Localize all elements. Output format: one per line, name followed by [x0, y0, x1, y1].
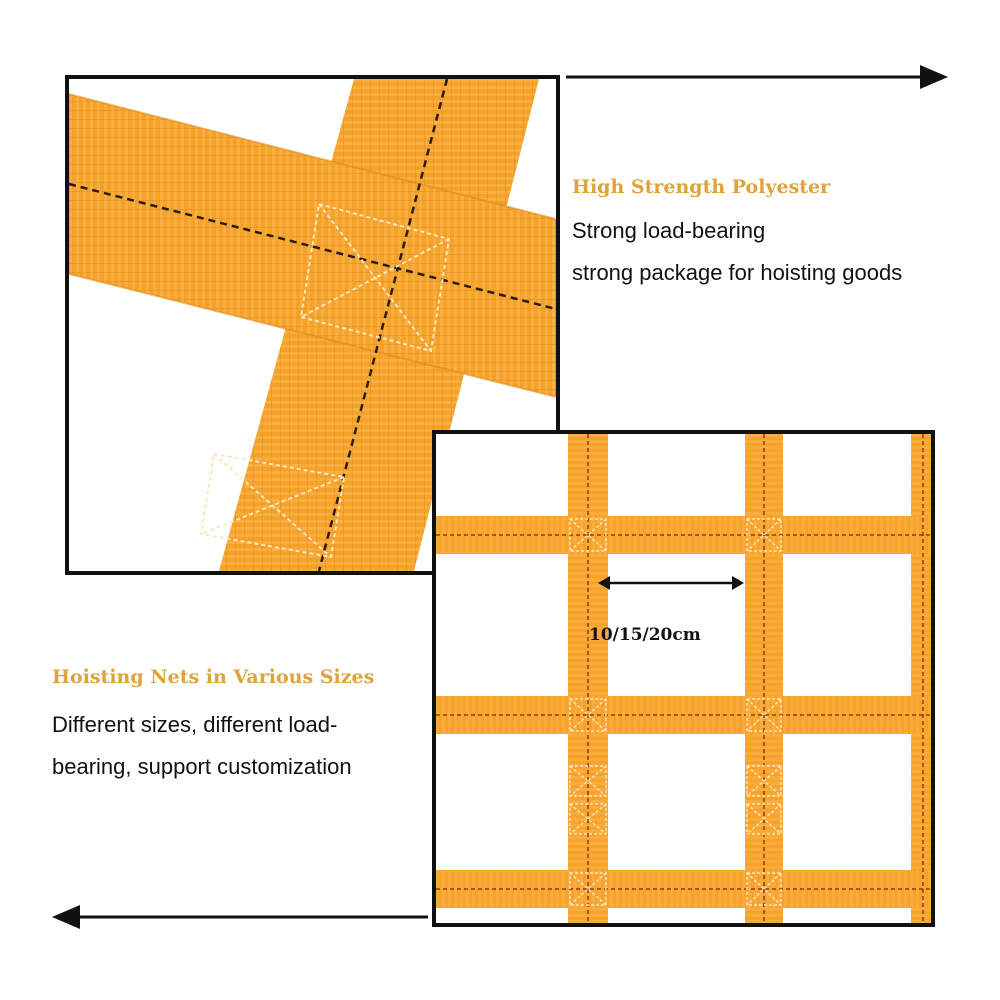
feature-line: Different sizes, different load- [52, 712, 338, 737]
feature-line: strong package for hoisting goods [572, 260, 903, 285]
feature-line: bearing, support customization [52, 754, 352, 779]
arrow-right-icon [566, 65, 948, 89]
hoisting-net-photo [432, 430, 935, 927]
feature-text-strength: Strong load-bearing strong package for h… [572, 210, 902, 294]
arrow-left-icon [52, 905, 428, 929]
feature-line: Strong load-bearing [572, 218, 766, 243]
feature-text-sizes: Different sizes, different load- bearing… [52, 704, 352, 788]
feature-heading-sizes: Hoisting Nets in Various Sizes [52, 666, 375, 688]
feature-heading-strength: High Strength Polyester [572, 176, 831, 198]
dimension-arrow-icon [598, 576, 744, 590]
mesh-size-label: 10/15/20cm [589, 625, 701, 645]
